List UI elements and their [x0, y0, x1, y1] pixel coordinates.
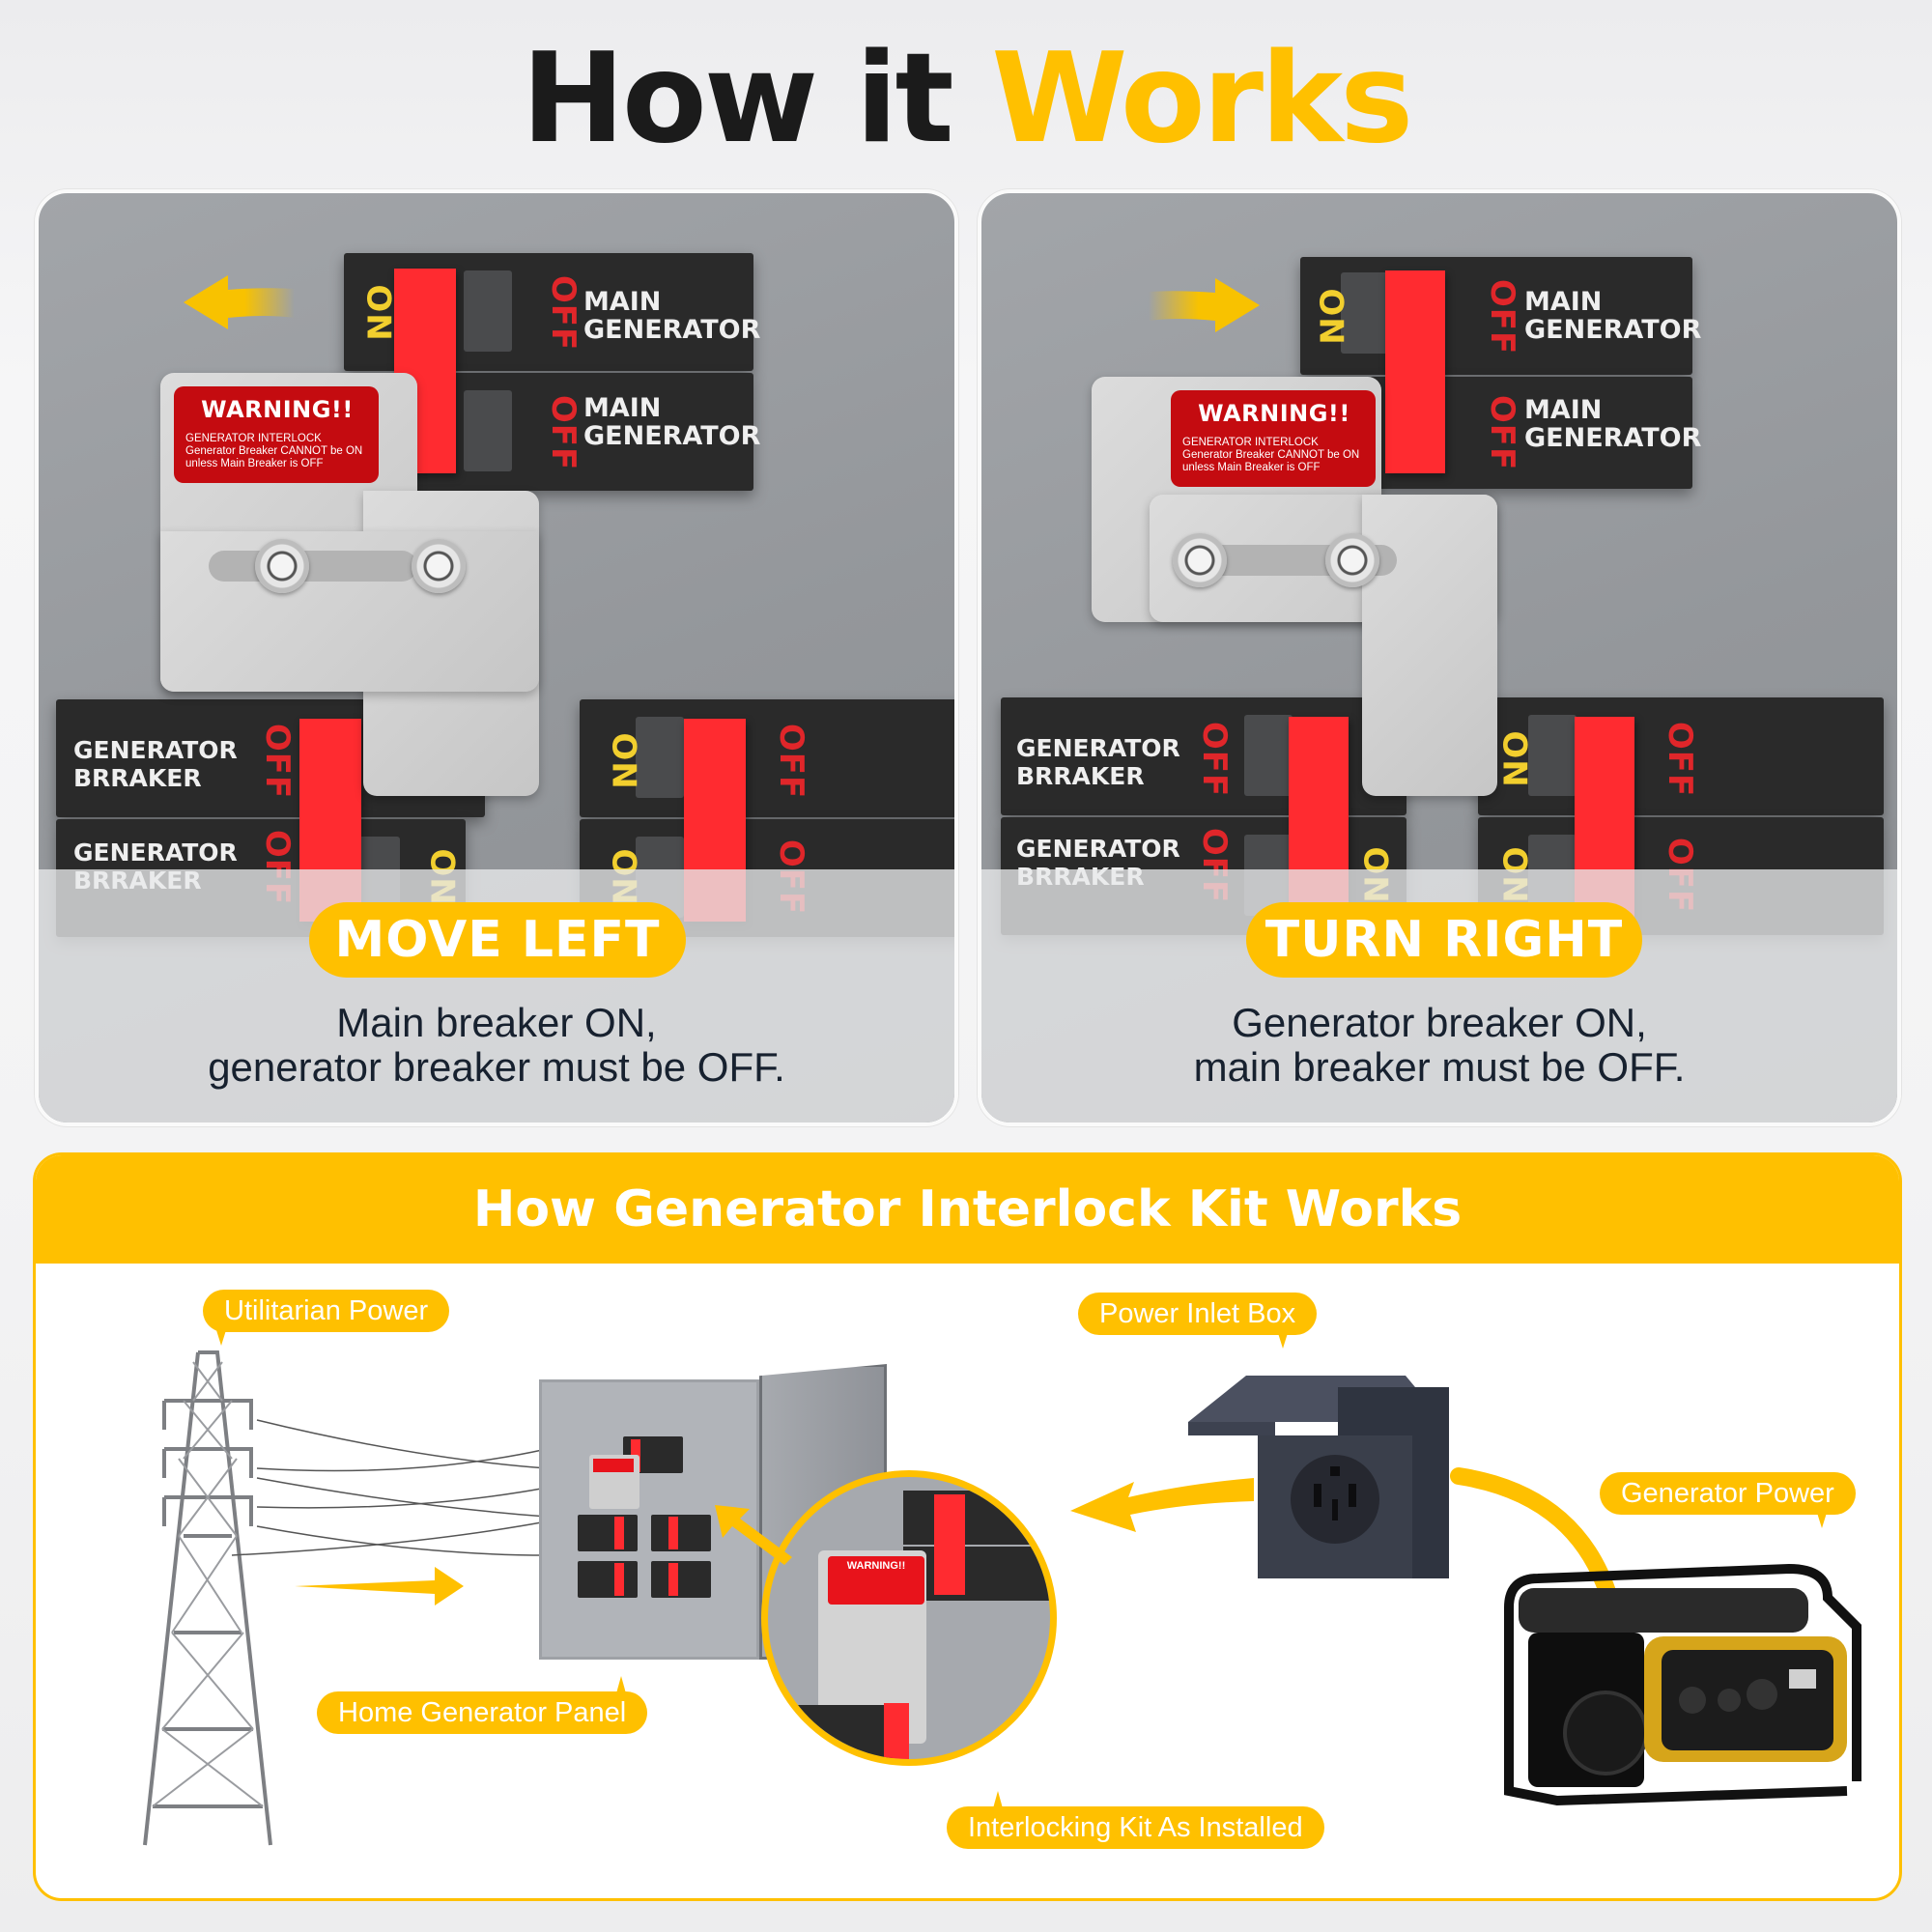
gen-label-1: GENERATOR — [1016, 835, 1180, 863]
on-label: ON — [1494, 730, 1534, 788]
section-title: How Generator Interlock Kit Works — [36, 1155, 1899, 1264]
gen-label-1: GENERATOR — [73, 736, 238, 764]
off-label: OFF — [1483, 278, 1522, 355]
main-label-2: GENERATOR — [1524, 423, 1702, 453]
warning-line-1: GENERATOR INTERLOCK — [1182, 437, 1319, 448]
warning-line-3: unless Main Breaker is OFF — [1182, 462, 1321, 473]
main-breaker-handle[interactable] — [1385, 270, 1445, 473]
main-label-1: MAIN — [1524, 395, 1603, 425]
warning-line-1: GENERATOR INTERLOCK — [185, 433, 322, 444]
warning-title: WARNING!! — [828, 1556, 924, 1605]
warning-line-2: Generator Breaker CANNOT be ON — [1182, 449, 1360, 461]
warning-line-3: unless Main Breaker is OFF — [185, 458, 324, 469]
on-label: ON — [604, 732, 643, 790]
arrow-left-icon — [184, 275, 295, 329]
off-label: OFF — [1661, 721, 1700, 798]
interlock-detail-circle: WARNING!! — [761, 1470, 1057, 1766]
main-label-2: GENERATOR — [1524, 315, 1702, 345]
title-part1: How it — [521, 27, 954, 171]
main-label-2: GENERATOR — [583, 421, 761, 451]
transmission-tower-icon — [143, 1350, 548, 1846]
main-label-1: MAIN — [1524, 287, 1603, 317]
screw-icon — [1325, 533, 1379, 587]
main-label-1: MAIN — [583, 393, 662, 423]
warning-title: WARNING!! — [1198, 400, 1350, 427]
utility-power-label: Utilitarian Power — [203, 1290, 450, 1346]
screw-icon — [412, 539, 466, 593]
screw-icon — [1173, 533, 1227, 587]
main-label-2: GENERATOR — [583, 315, 761, 345]
gen-label-1: GENERATOR — [1016, 734, 1180, 762]
branch-breaker-top: ON OFF — [580, 699, 954, 817]
generator-power-label: Generator Power — [1600, 1472, 1856, 1528]
action-pill: MOVE LEFT — [309, 902, 686, 978]
power-inlet-box-icon — [1188, 1376, 1449, 1578]
off-label: OFF — [1195, 721, 1235, 798]
arrow-right-icon — [1149, 278, 1260, 332]
caption-line-1: Main breaker ON, — [336, 1000, 657, 1045]
branch-breaker-top: ON OFF — [1478, 697, 1884, 815]
gen-label-1: GENERATOR — [73, 838, 238, 867]
off-label: OFF — [544, 394, 583, 471]
title-part2: Works — [991, 27, 1413, 171]
page-title: How it Works — [0, 27, 1932, 171]
caption-line-1: Generator breaker ON, — [1232, 1000, 1647, 1045]
arrow-pointer-icon — [715, 1505, 792, 1565]
generator-flow-arrow — [1450, 1467, 1622, 1620]
power-inlet-box-label: Power Inlet Box — [1078, 1293, 1318, 1349]
on-label: ON — [358, 284, 398, 342]
main-label-1: MAIN — [583, 287, 662, 317]
plate-slot — [209, 551, 417, 582]
home-panel-label: Home Generator Panel — [317, 1676, 648, 1734]
off-label: OFF — [258, 723, 298, 800]
gen-label-2: BRRAKER — [1016, 762, 1145, 790]
warning-title: WARNING!! — [201, 396, 354, 423]
screw-icon — [255, 539, 309, 593]
arrow-right-icon — [295, 1567, 464, 1605]
off-label: OFF — [1483, 394, 1522, 471]
action-pill: TURN RIGHT — [1246, 902, 1642, 978]
caption-line-2: generator breaker must be OFF. — [208, 1044, 785, 1090]
caption-line-2: main breaker must be OFF. — [1193, 1044, 1686, 1090]
gen-label-2: BRRAKER — [73, 764, 202, 792]
warning-label: WARNING!! GENERATOR INTERLOCK Generator … — [174, 386, 379, 483]
warning-label: WARNING!! GENERATOR INTERLOCK Generator … — [1171, 390, 1376, 487]
portable-generator-icon — [1504, 1563, 1861, 1806]
off-label: OFF — [772, 723, 811, 800]
off-label: OFF — [544, 274, 583, 352]
on-label: ON — [1311, 288, 1350, 346]
warning-line-2: Generator Breaker CANNOT be ON — [185, 445, 363, 457]
arrow-left-icon — [1070, 1478, 1254, 1532]
interlocking-kit-label: Interlocking Kit As Installed — [947, 1791, 1324, 1849]
